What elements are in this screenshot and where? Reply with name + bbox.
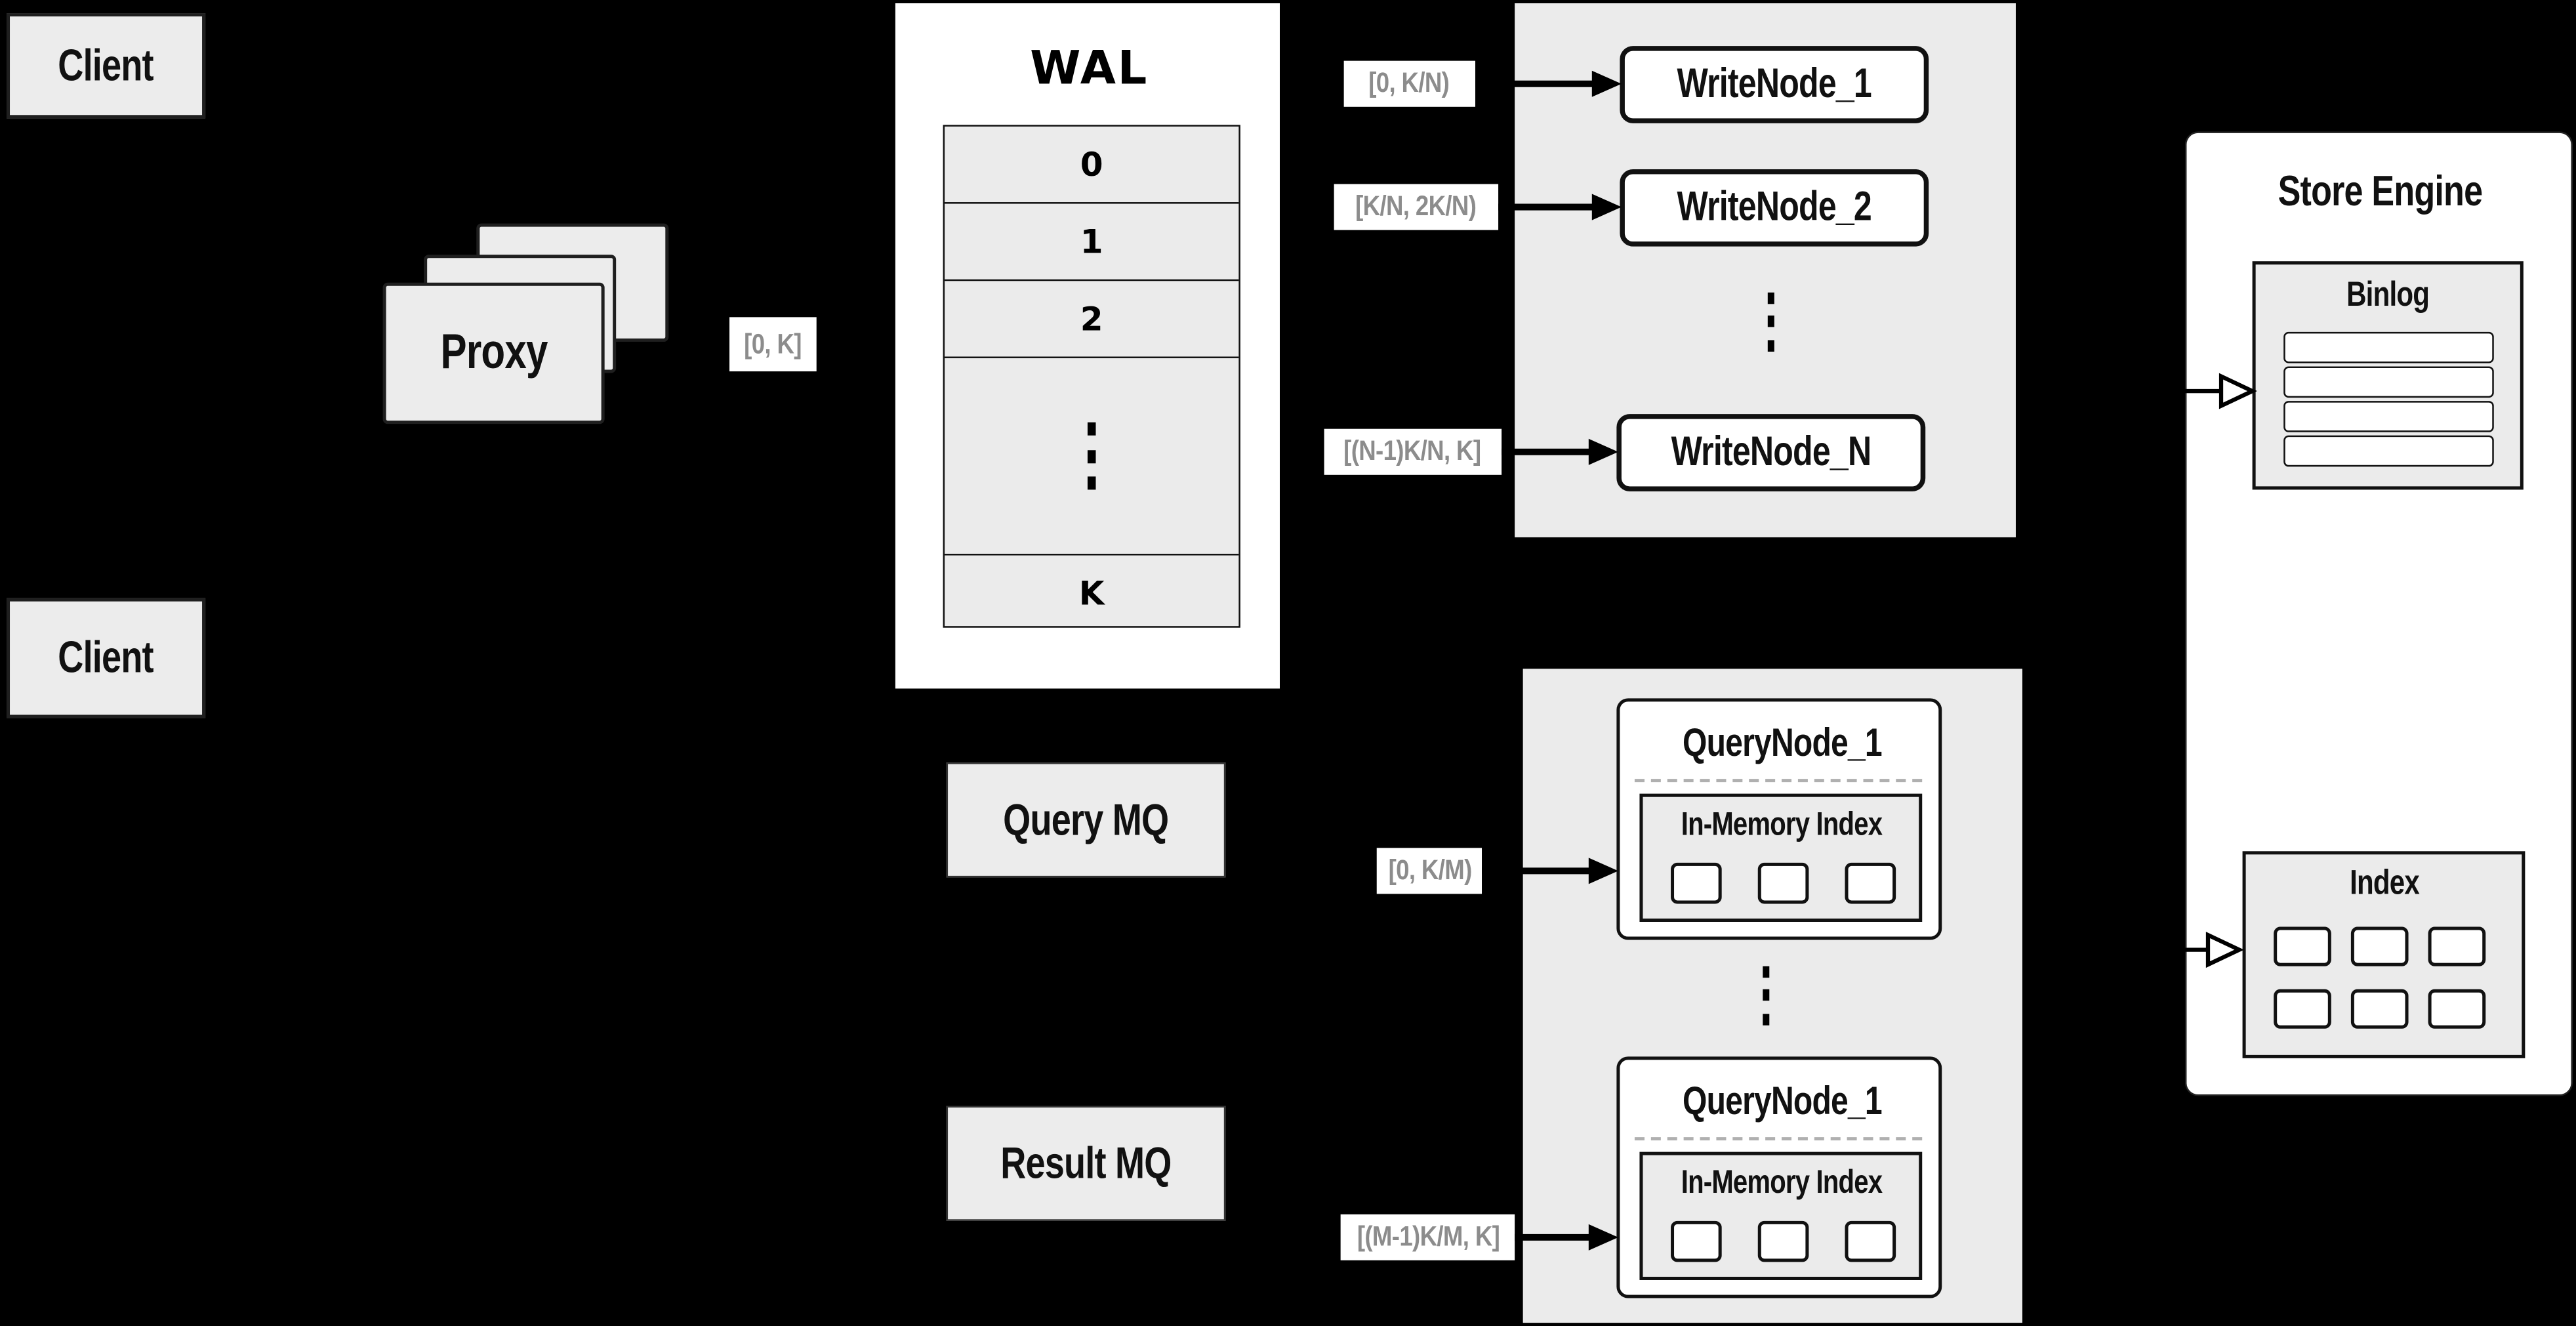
wal-segment-table: 0 1 2 K (943, 125, 1240, 629)
client-box-top: Client (7, 13, 206, 119)
memory-cell (1757, 1220, 1809, 1262)
vertical-ellipsis-icon (1761, 280, 1781, 363)
range-label-proxy: [0, K] (729, 317, 817, 372)
vertical-ellipsis-icon (1756, 953, 1776, 1037)
index-cell (2350, 989, 2409, 1029)
in-memory-index-box: In-Memory Index (1639, 793, 1923, 922)
binlog-row (2283, 331, 2494, 363)
query-node-1: QueryNode_1 In-Memory Index (1616, 698, 1942, 940)
write-node-n: WriteNode_N (1616, 414, 1926, 491)
binlog-box: Binlog (2252, 261, 2524, 490)
dashed-divider (1634, 1137, 1923, 1141)
store-engine: Store Engine Binlog Index (2184, 131, 2574, 1096)
query-mq-label: Query MQ (1003, 794, 1169, 844)
wal-title-wrap: WAL (897, 35, 1281, 100)
in-memory-index-box: In-Memory Index (1639, 1151, 1923, 1280)
index-cell (2274, 989, 2331, 1029)
range-label-write-n: [(N-1)K/N, K] (1324, 428, 1502, 475)
query-node-title-wrap: QueryNode_1 (1683, 721, 1883, 766)
wal-container: WAL 0 1 2 K (895, 3, 1281, 689)
proxy-label: Proxy (440, 325, 548, 380)
range-label-query-1: [0, K/M) (1376, 848, 1482, 894)
proxy-box: Proxy (382, 282, 605, 425)
memory-cell (1757, 862, 1809, 904)
index-cell (2428, 989, 2486, 1029)
write-node-2: WriteNode_2 (1620, 169, 1929, 247)
client-top-label: Client (58, 40, 154, 90)
dashed-divider (1634, 779, 1923, 783)
wal-ellipsis-row (945, 356, 1239, 554)
range-label-write-1: [0, K/N) (1343, 60, 1476, 107)
wal-segment-row-last: K (945, 554, 1239, 629)
index-title-wrap: Index (2246, 854, 2522, 913)
memory-cell (1845, 862, 1896, 904)
index-cell (2350, 926, 2409, 966)
memory-cell (1845, 1220, 1896, 1262)
result-mq-label: Result MQ (1000, 1138, 1172, 1188)
binlog-row (2283, 401, 2494, 432)
index-cell (2274, 926, 2331, 966)
range-label-write-2: [K/N, 2K/N) (1334, 184, 1499, 230)
query-node-title-wrap: QueryNode_1 (1683, 1079, 1883, 1125)
index-box: Index (2242, 851, 2525, 1058)
client-box-bottom: Client (7, 598, 206, 718)
wal-segment-row: 0 (1080, 144, 1103, 184)
store-engine-title-wrap: Store Engine (2186, 163, 2574, 218)
memory-cell (1671, 862, 1722, 904)
result-mq-box: Result MQ (946, 1106, 1226, 1221)
memory-cell (1671, 1220, 1722, 1262)
binlog-row (2283, 366, 2494, 398)
query-mq-box: Query MQ (946, 762, 1226, 878)
index-title: Index (2348, 864, 2419, 902)
index-cell (2428, 926, 2486, 966)
in-memory-index-title-wrap: In-Memory Index (1680, 1164, 1882, 1201)
in-memory-index-title-wrap: In-Memory Index (1680, 806, 1882, 842)
binlog-title: Binlog (2346, 276, 2430, 314)
wal-segment-row: 2 (945, 279, 1239, 357)
binlog-row (2283, 435, 2494, 467)
wal-title: WAL (1030, 40, 1149, 95)
store-engine-title: Store Engine (2278, 165, 2483, 215)
wal-segment-row: 1 (945, 202, 1239, 280)
vertical-ellipsis-icon (1087, 408, 1096, 503)
client-bottom-label: Client (58, 632, 154, 682)
write-node-1: WriteNode_1 (1620, 46, 1929, 123)
query-node-2: QueryNode_1 In-Memory Index (1616, 1056, 1942, 1298)
binlog-title-wrap: Binlog (2256, 264, 2520, 327)
range-label-query-m: [(M-1)K/M, K] (1340, 1214, 1515, 1260)
